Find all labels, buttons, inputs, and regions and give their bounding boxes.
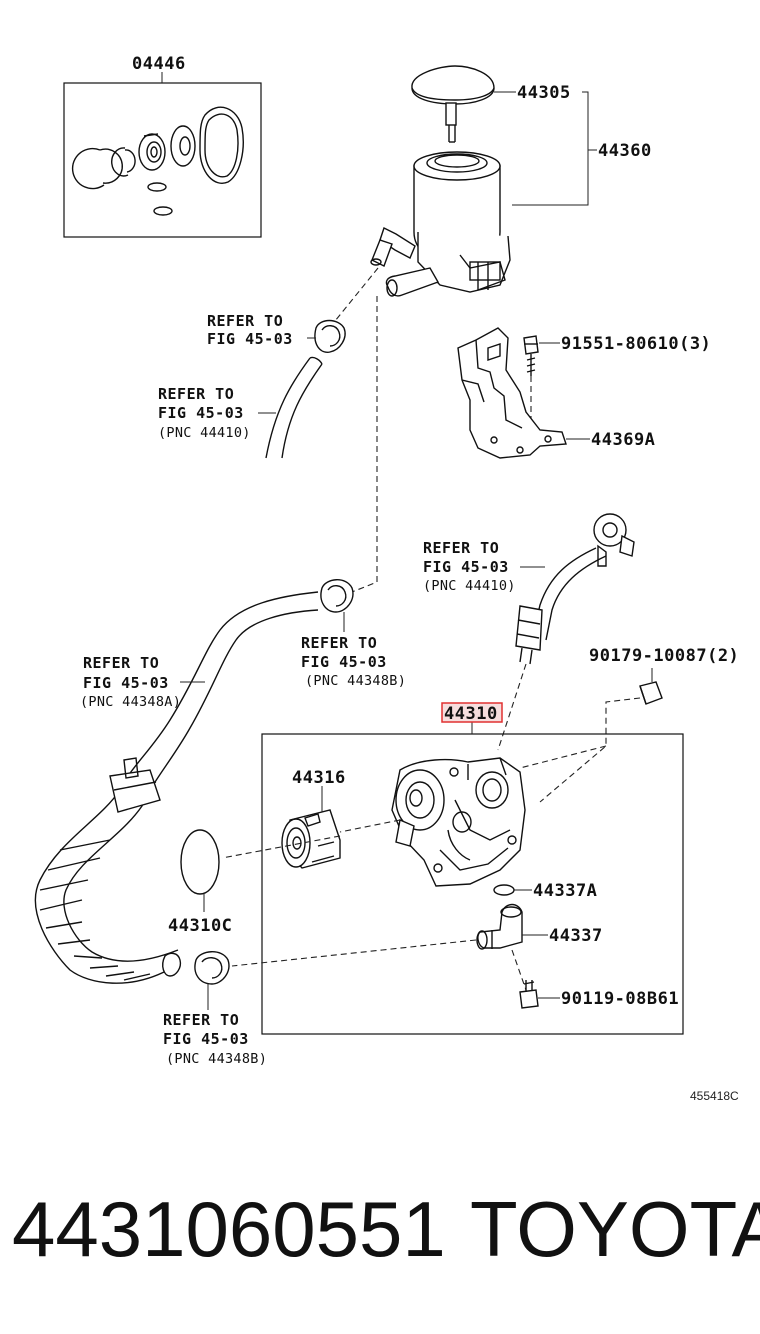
suction-hose: [34, 591, 319, 984]
pump-pulley: [281, 809, 341, 869]
svg-text:REFER TO: REFER TO: [158, 385, 234, 403]
callout-90179-10087: 90179-10087(2): [589, 646, 739, 666]
reservoir-tank: [370, 151, 511, 297]
svg-text:(PNC 44348A): (PNC 44348A): [80, 694, 181, 710]
svg-text:REFER TO: REFER TO: [83, 654, 159, 672]
reservoir-bracket: [457, 327, 567, 459]
callout-91551-80610: 91551-80610(3): [561, 334, 711, 354]
svg-text:FIG 45-03: FIG 45-03: [163, 1030, 249, 1048]
power-steering-pump: [391, 757, 526, 887]
snap-ring-small: [111, 147, 136, 177]
return-hose-upper: [265, 357, 323, 459]
o-ring-small: [493, 884, 515, 896]
callout-44305: 44305: [517, 83, 571, 103]
brand-name: TOYOTA: [470, 1185, 760, 1273]
svg-text:FIG 45-03: FIG 45-03: [423, 558, 509, 576]
reference-1: REFER TO FIG 45-03: [207, 312, 293, 348]
o-ring-large: [180, 829, 220, 895]
reservoir-cap: [411, 65, 495, 143]
callout-44310-highlight: [441, 702, 503, 723]
union-bolt: [519, 980, 539, 1009]
callout-44337A: 44337A: [533, 881, 597, 901]
callout-44337: 44337: [549, 926, 603, 946]
oil-seal: [138, 133, 166, 171]
bracket-bolt: [523, 335, 539, 376]
bushing: [639, 681, 663, 705]
footer: 4431060551 TOYOTA: [0, 1180, 760, 1290]
gasket: [199, 106, 244, 184]
pressure-line: [515, 513, 635, 665]
svg-text:REFER TO: REFER TO: [301, 634, 377, 652]
reference-3: REFER TO FIG 45-03 (PNC 44410): [423, 539, 516, 594]
hose-clamp-middle: [320, 579, 354, 613]
svg-text:FIG 45-03: FIG 45-03: [83, 674, 169, 692]
svg-text:(PNC 44410): (PNC 44410): [423, 578, 516, 594]
callout-90119-08B61: 90119-08B61: [561, 989, 679, 1009]
svg-text:REFER TO: REFER TO: [163, 1011, 239, 1029]
seal-kit-group: 04446: [63, 54, 262, 238]
callout-44310: 44310: [444, 704, 498, 724]
reference-5: REFER TO FIG 45-03 (PNC 44348A): [80, 654, 181, 710]
svg-text:REFER TO: REFER TO: [423, 539, 499, 557]
reference-6: REFER TO FIG 45-03 (PNC 44348B): [163, 1011, 267, 1067]
svg-text:FIG 45-03: FIG 45-03: [301, 653, 387, 671]
reference-4: REFER TO FIG 45-03 (PNC 44348B): [301, 634, 406, 689]
hose-clamp-upper: [314, 319, 346, 353]
hose-clamp-lower: [194, 951, 230, 985]
callout-44310C: 44310C: [168, 916, 232, 936]
svg-text:(PNC 44410): (PNC 44410): [158, 425, 251, 441]
part-number: 4431060551: [12, 1185, 446, 1273]
callout-44360: 44360: [598, 141, 652, 161]
suction-union: [476, 903, 523, 950]
snap-ring-large: [71, 147, 123, 190]
svg-text:(PNC 44348B): (PNC 44348B): [305, 673, 406, 689]
callout-44316: 44316: [292, 768, 346, 788]
svg-text:FIG 45-03: FIG 45-03: [207, 330, 293, 348]
callout-04446: 04446: [132, 54, 186, 74]
svg-text:(PNC 44348B): (PNC 44348B): [166, 1051, 267, 1067]
figure-code: 455418C: [690, 1089, 739, 1103]
o-ring-2: [153, 206, 173, 216]
svg-text:FIG 45-03: FIG 45-03: [158, 404, 244, 422]
svg-text:REFER TO: REFER TO: [207, 312, 283, 330]
washer: [170, 125, 196, 167]
seal-kit-box: [63, 82, 262, 238]
callout-44369A: 44369A: [591, 430, 655, 450]
reference-2: REFER TO FIG 45-03 (PNC 44410): [158, 385, 251, 441]
o-ring-1: [147, 182, 167, 192]
